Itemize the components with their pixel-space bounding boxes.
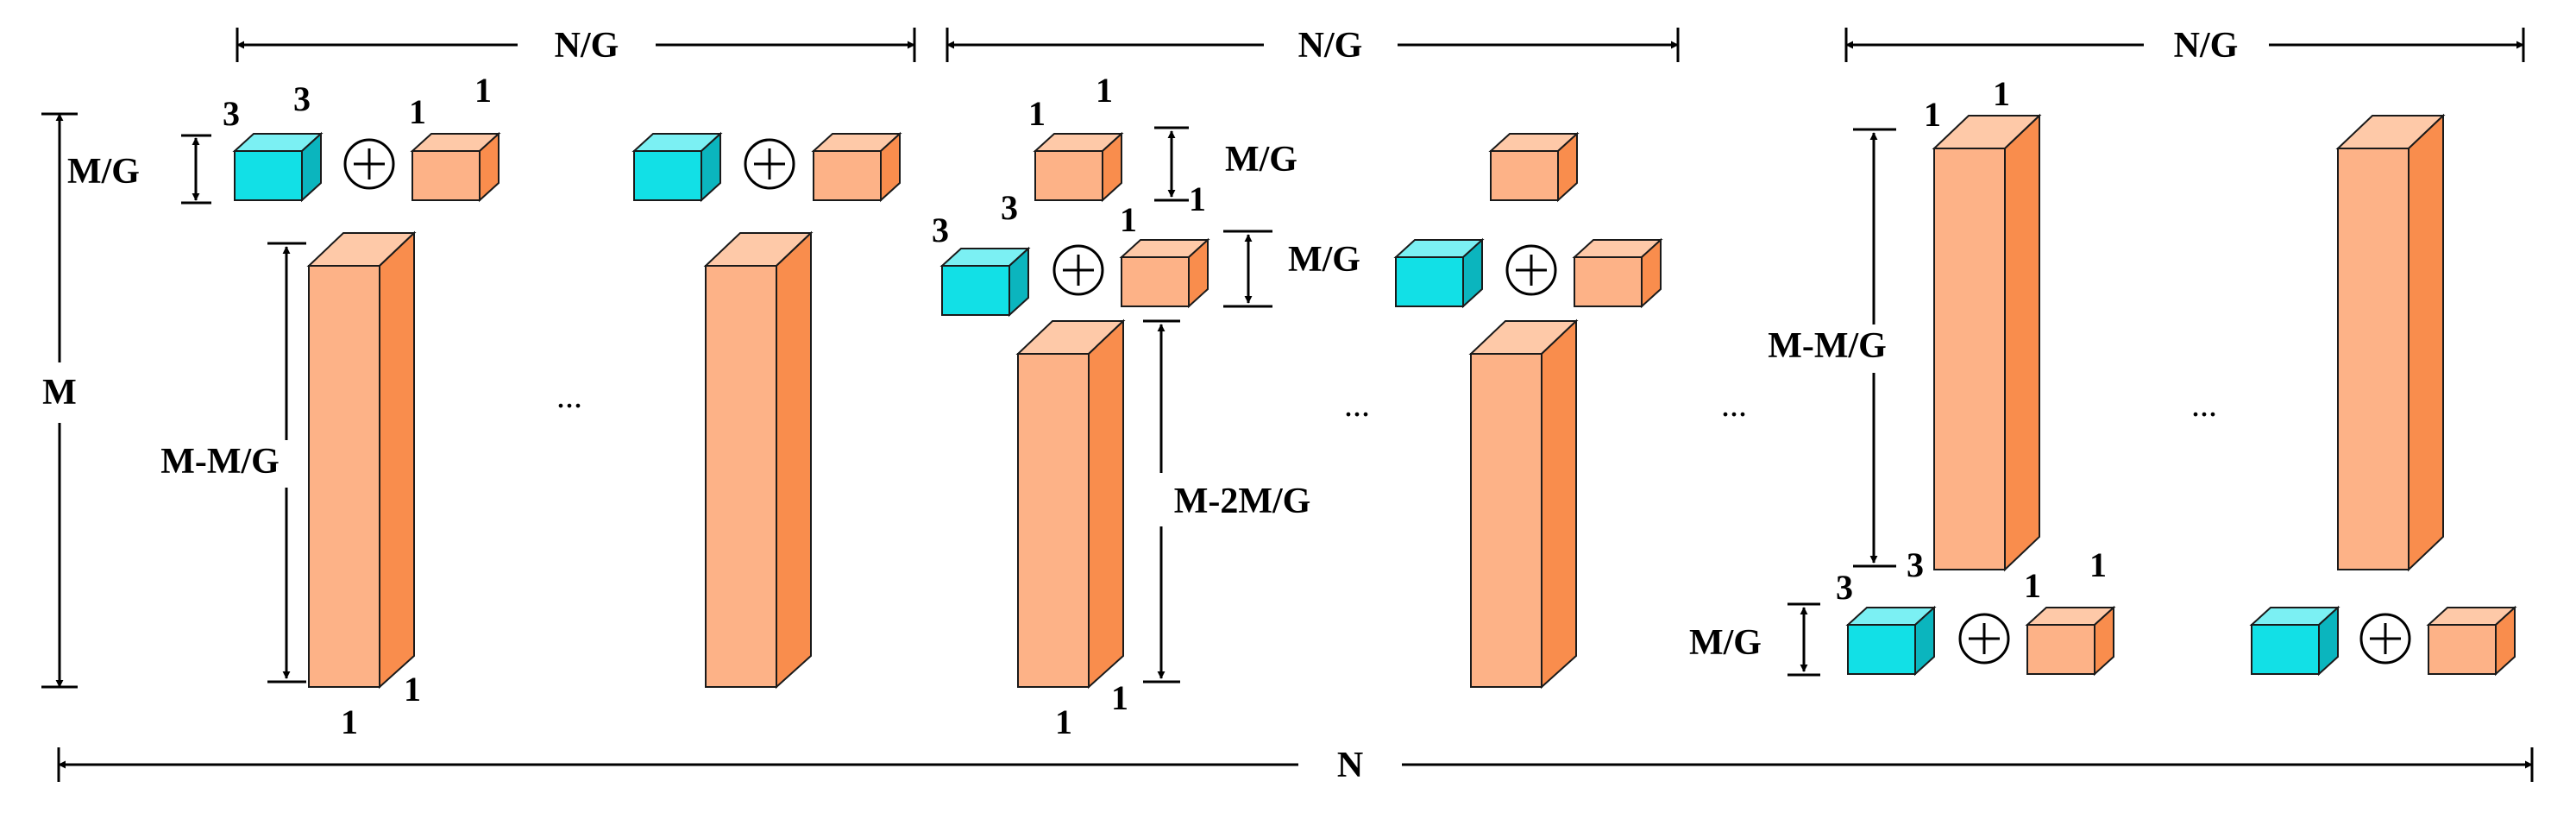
label-dim-1: 1 <box>1096 71 1113 110</box>
label-dim-1: 1 <box>474 71 492 110</box>
dimension-m-over-g: M/G <box>1223 230 1360 308</box>
dimension-m: M <box>41 112 78 689</box>
orange-tall-block <box>703 230 814 690</box>
label-dim-1: 1 <box>404 670 421 709</box>
label-n-over-g: N/G <box>555 26 619 66</box>
label-m-over-g: M/G <box>1288 240 1360 280</box>
label-dim-1: 1 <box>1924 95 1941 134</box>
orange-1x1-kernel-cube <box>2426 605 2517 677</box>
label-n-over-g: N/G <box>1298 26 1363 66</box>
orange-1x1-kernel-cube <box>1119 237 1210 309</box>
label-dim-3: 3 <box>223 94 240 133</box>
dimension-m-minus-m-over-g: M-M/G <box>160 242 306 684</box>
label-n-over-g: N/G <box>2174 26 2239 66</box>
orange-tall-block <box>1468 318 1579 690</box>
dimension-n: N <box>57 746 2534 785</box>
label-m-minus-m-over-g: M-M/G <box>160 442 280 482</box>
label-m-minus-2m-over-g: M-2M/G <box>1174 482 1311 521</box>
plus-icon <box>343 138 395 190</box>
orange-tall-block <box>2335 113 2446 572</box>
label-dim-3: 3 <box>1001 188 1018 227</box>
label-dim-1: 1 <box>1189 180 1206 218</box>
orange-tall-block <box>1015 318 1126 690</box>
ellipsis: ... <box>2191 385 2217 424</box>
ellipsis: ... <box>556 376 582 415</box>
plus-icon <box>744 138 795 190</box>
orange-1x1-kernel-cube <box>1033 131 1124 203</box>
ellipsis: ... <box>1344 385 1370 424</box>
label-dim-3: 3 <box>1836 568 1853 607</box>
dimension-n-over-g-group-3: N/G <box>1844 26 2525 66</box>
label-m-minus-m-over-g: M-M/G <box>1768 326 1887 366</box>
label-dim-1: 1 <box>2024 566 2041 605</box>
dimension-m-minus-m-over-g: M-M/G <box>1768 128 1896 568</box>
label-dim-1: 1 <box>1111 678 1128 717</box>
label-m-over-g: M/G <box>1689 623 1762 663</box>
label-m: M <box>42 373 77 413</box>
label-m-over-g: M/G <box>67 152 140 192</box>
label-dim-3: 3 <box>293 79 311 118</box>
cyan-3x3-kernel-cube <box>1845 605 1937 677</box>
ellipsis: ... <box>1721 385 1747 424</box>
plus-icon <box>2359 613 2411 665</box>
cyan-3x3-kernel-cube <box>232 131 324 203</box>
dimension-m-over-g: M/G <box>67 134 211 205</box>
cyan-3x3-kernel-cube <box>631 131 723 203</box>
label-dim-1: 1 <box>341 702 358 741</box>
label-dim-1: 1 <box>2089 545 2107 584</box>
dimension-n-over-g-group-1: N/G <box>236 26 916 66</box>
orange-1x1-kernel-cube <box>811 131 902 203</box>
label-dim-3: 3 <box>932 211 949 249</box>
plus-icon <box>1505 244 1557 296</box>
orange-1x1-kernel-cube <box>1572 237 1663 309</box>
label-n: N <box>1337 746 1363 785</box>
dimension-m-over-g: M/G <box>1689 602 1820 677</box>
cyan-3x3-kernel-cube <box>939 246 1031 318</box>
orange-1x1-kernel-cube <box>2025 605 2116 677</box>
orange-1x1-kernel-cube <box>1488 131 1580 203</box>
dimension-n-over-g-group-2: N/G <box>946 26 1680 66</box>
label-dim-1: 1 <box>1028 94 1046 133</box>
label-m-over-g: M/G <box>1225 140 1297 180</box>
dimension-m-over-g: M/G <box>1154 126 1297 202</box>
cyan-3x3-kernel-cube <box>2249 605 2340 677</box>
dimension-m-minus-2m-over-g: M-2M/G <box>1143 319 1311 684</box>
plus-icon <box>1958 613 2010 665</box>
label-dim-1: 1 <box>1993 74 2010 113</box>
orange-tall-block <box>306 230 417 690</box>
label-dim-1: 1 <box>409 92 426 131</box>
cyan-3x3-kernel-cube <box>1393 237 1485 309</box>
label-dim-1: 1 <box>1120 200 1137 239</box>
orange-1x1-kernel-cube <box>410 131 501 203</box>
plus-icon <box>1052 244 1104 296</box>
label-dim-1: 1 <box>1055 702 1072 741</box>
label-dim-3: 3 <box>1907 545 1924 584</box>
orange-tall-block <box>1932 113 2042 572</box>
